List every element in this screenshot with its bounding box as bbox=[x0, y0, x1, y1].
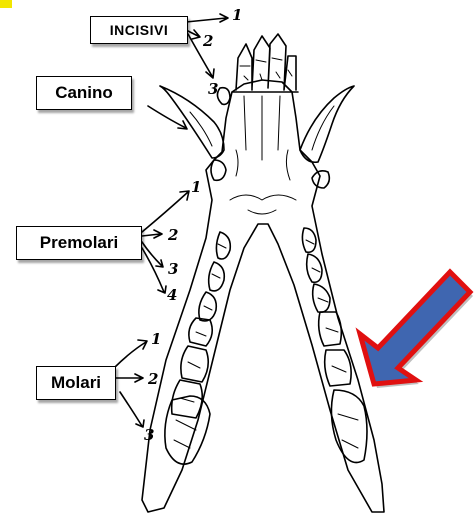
label-canino-text: Canino bbox=[55, 83, 113, 103]
molari-number: 1 bbox=[151, 330, 161, 348]
incisor-teeth bbox=[232, 34, 298, 92]
body-scribble bbox=[236, 150, 290, 214]
canino-arrow bbox=[148, 106, 187, 129]
premolari-numbers: 1 2 3 4 bbox=[167, 178, 201, 304]
small-incisor-left bbox=[217, 88, 230, 105]
highlight-arrow bbox=[360, 272, 473, 388]
canine-base-right bbox=[312, 171, 329, 188]
premolari-arrows bbox=[142, 191, 189, 293]
label-premolari: Premolari bbox=[16, 226, 142, 260]
label-premolari-text: Premolari bbox=[40, 233, 118, 253]
incisivi-number: 1 bbox=[232, 6, 242, 24]
label-incisivi: Incisivi bbox=[90, 16, 188, 44]
molari-number: 3 bbox=[144, 426, 154, 444]
molari-number: 2 bbox=[147, 370, 158, 388]
label-molari-text: Molari bbox=[51, 373, 101, 393]
premolari-number: 4 bbox=[167, 286, 177, 304]
incisivi-number: 2 bbox=[202, 32, 213, 50]
molari-numbers: 1 2 3 bbox=[144, 330, 161, 444]
premolari-number: 1 bbox=[191, 178, 201, 196]
premolari-number: 3 bbox=[168, 260, 178, 278]
jaw-outline bbox=[142, 80, 384, 512]
canine-right bbox=[300, 86, 354, 162]
molari-arrows bbox=[114, 340, 147, 427]
incisivi-number: 3 bbox=[208, 80, 218, 98]
premolari-number: 2 bbox=[167, 226, 178, 244]
label-incisivi-text: Incisivi bbox=[110, 22, 168, 38]
symphysis-lines bbox=[230, 96, 296, 200]
label-molari: Molari bbox=[36, 366, 116, 400]
label-canino: Canino bbox=[36, 76, 132, 110]
left-tooth-detail bbox=[174, 244, 226, 448]
canine-base-left bbox=[211, 160, 226, 180]
